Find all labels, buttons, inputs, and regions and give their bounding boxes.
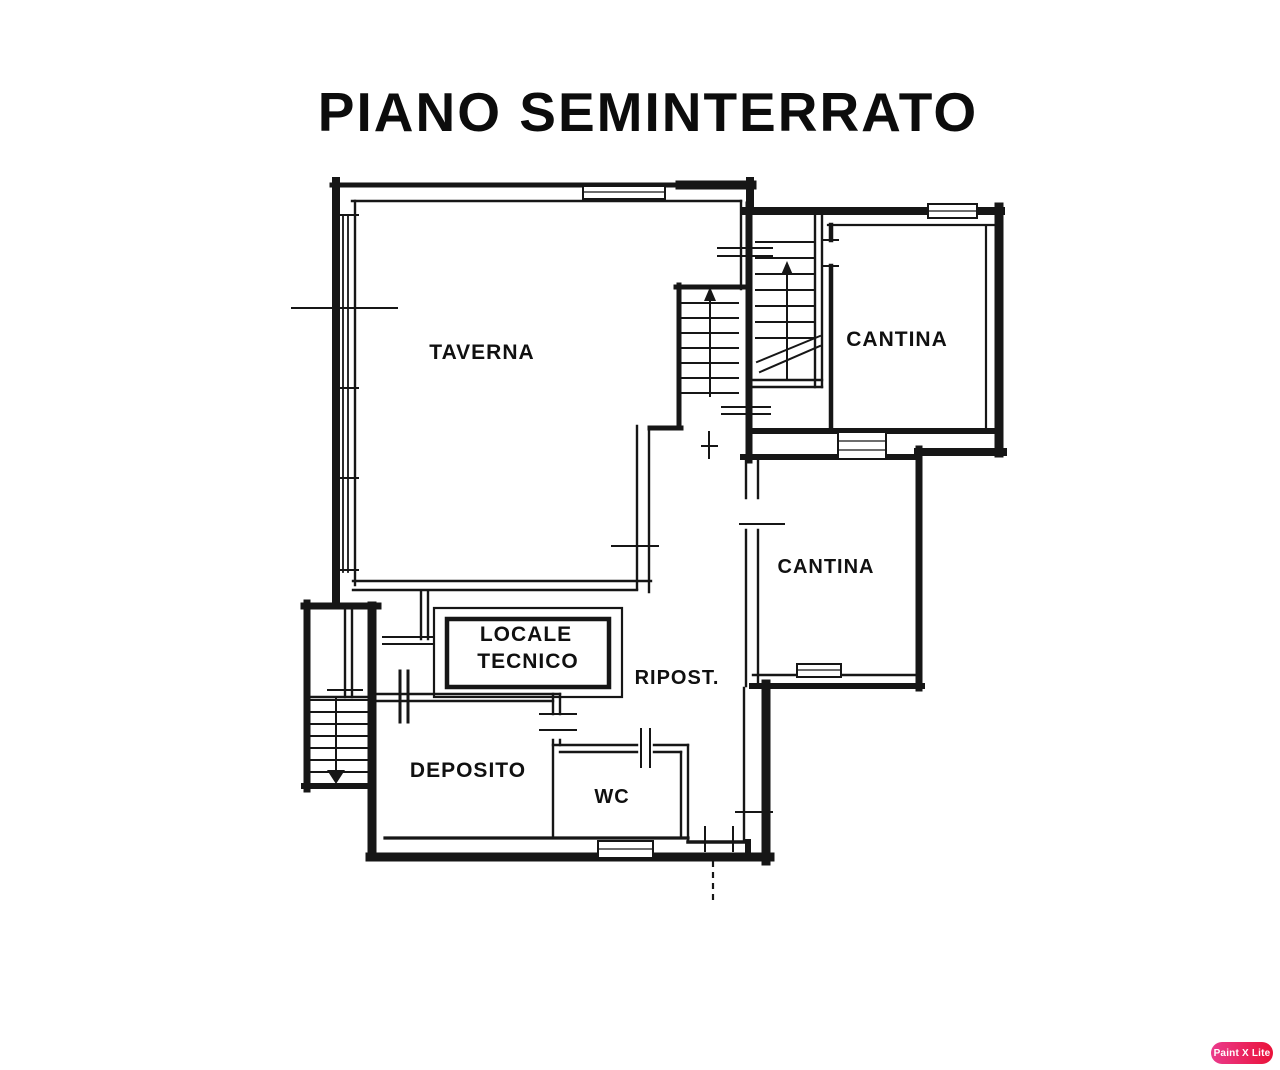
locale-tecnico-inner-box: [444, 616, 612, 690]
cantina-upper-inner-walls: [826, 223, 997, 433]
stair-external-treads: [309, 699, 372, 773]
door-tick-wc: [640, 728, 651, 768]
stairs: [309, 241, 822, 773]
door-tick-stair-landing: [717, 247, 773, 257]
deposito-wc-divider: [551, 692, 562, 840]
inner-walls: [305, 199, 997, 844]
room-label-taverna: TAVERNA: [429, 341, 534, 364]
paint-x-lite-watermark-badge: Paint X Lite: [1211, 1042, 1273, 1064]
stair-annex-arrow-icon: [781, 261, 793, 275]
room-label-cantina-upper: CANTINA: [846, 328, 948, 351]
locale-tecnico-outer-box: [432, 606, 624, 699]
door-tick-cantina-upper: [823, 239, 839, 267]
cantina-lower-left-wall: [744, 458, 760, 688]
windows: [582, 185, 978, 859]
stair-annex-cut-lines: [755, 334, 822, 374]
room-labels: TAVERNA CANTINA CANTINA LOCALE TECNICO R…: [410, 328, 948, 808]
door-tick-bottom-wall: [704, 826, 734, 852]
annex-stair-right-wall: [813, 213, 824, 389]
wall-stub-deposito: [398, 669, 410, 724]
landing-divider: [343, 602, 354, 699]
stair-external-arrow-icon: [327, 770, 345, 784]
door-tick-deposito-wc: [539, 713, 577, 731]
wc-wall-top: [551, 743, 690, 754]
stair-main-arrow-icon: [704, 287, 716, 301]
room-label-cantina-lower: CANTINA: [778, 556, 875, 578]
room-label-wc: WC: [594, 786, 629, 808]
wc-wall-right: [679, 743, 690, 843]
room-label-deposito: DEPOSITO: [410, 759, 526, 782]
window-between-cantinas: [837, 431, 887, 460]
taverna-notch-wall: [635, 424, 651, 594]
room-label-locale-tecnico-line1: LOCALE: [480, 623, 572, 646]
door-ticks: [291, 214, 839, 852]
window-between-cantinas-midlines: [838, 440, 886, 451]
taverna-wall-bottom: [351, 579, 653, 592]
left-glazing-mullions: [333, 214, 359, 571]
watermark-label: Paint X Lite: [1213, 1047, 1271, 1059]
door-tick-locale-tecnico: [382, 636, 433, 645]
stair-main-bottom-mark: [701, 431, 718, 459]
outer-walls: [300, 177, 1007, 866]
wall-stub-corridor: [419, 589, 430, 641]
left-wall-glazing: [342, 214, 349, 573]
room-label-locale-tecnico-line2: TECNICO: [477, 650, 579, 673]
page-title: PIANO SEMINTERRATO: [318, 81, 978, 143]
door-tick-corridor-annex: [721, 406, 771, 415]
room-label-ripost: RIPOST.: [635, 667, 720, 689]
stair-arrows: [327, 261, 793, 784]
